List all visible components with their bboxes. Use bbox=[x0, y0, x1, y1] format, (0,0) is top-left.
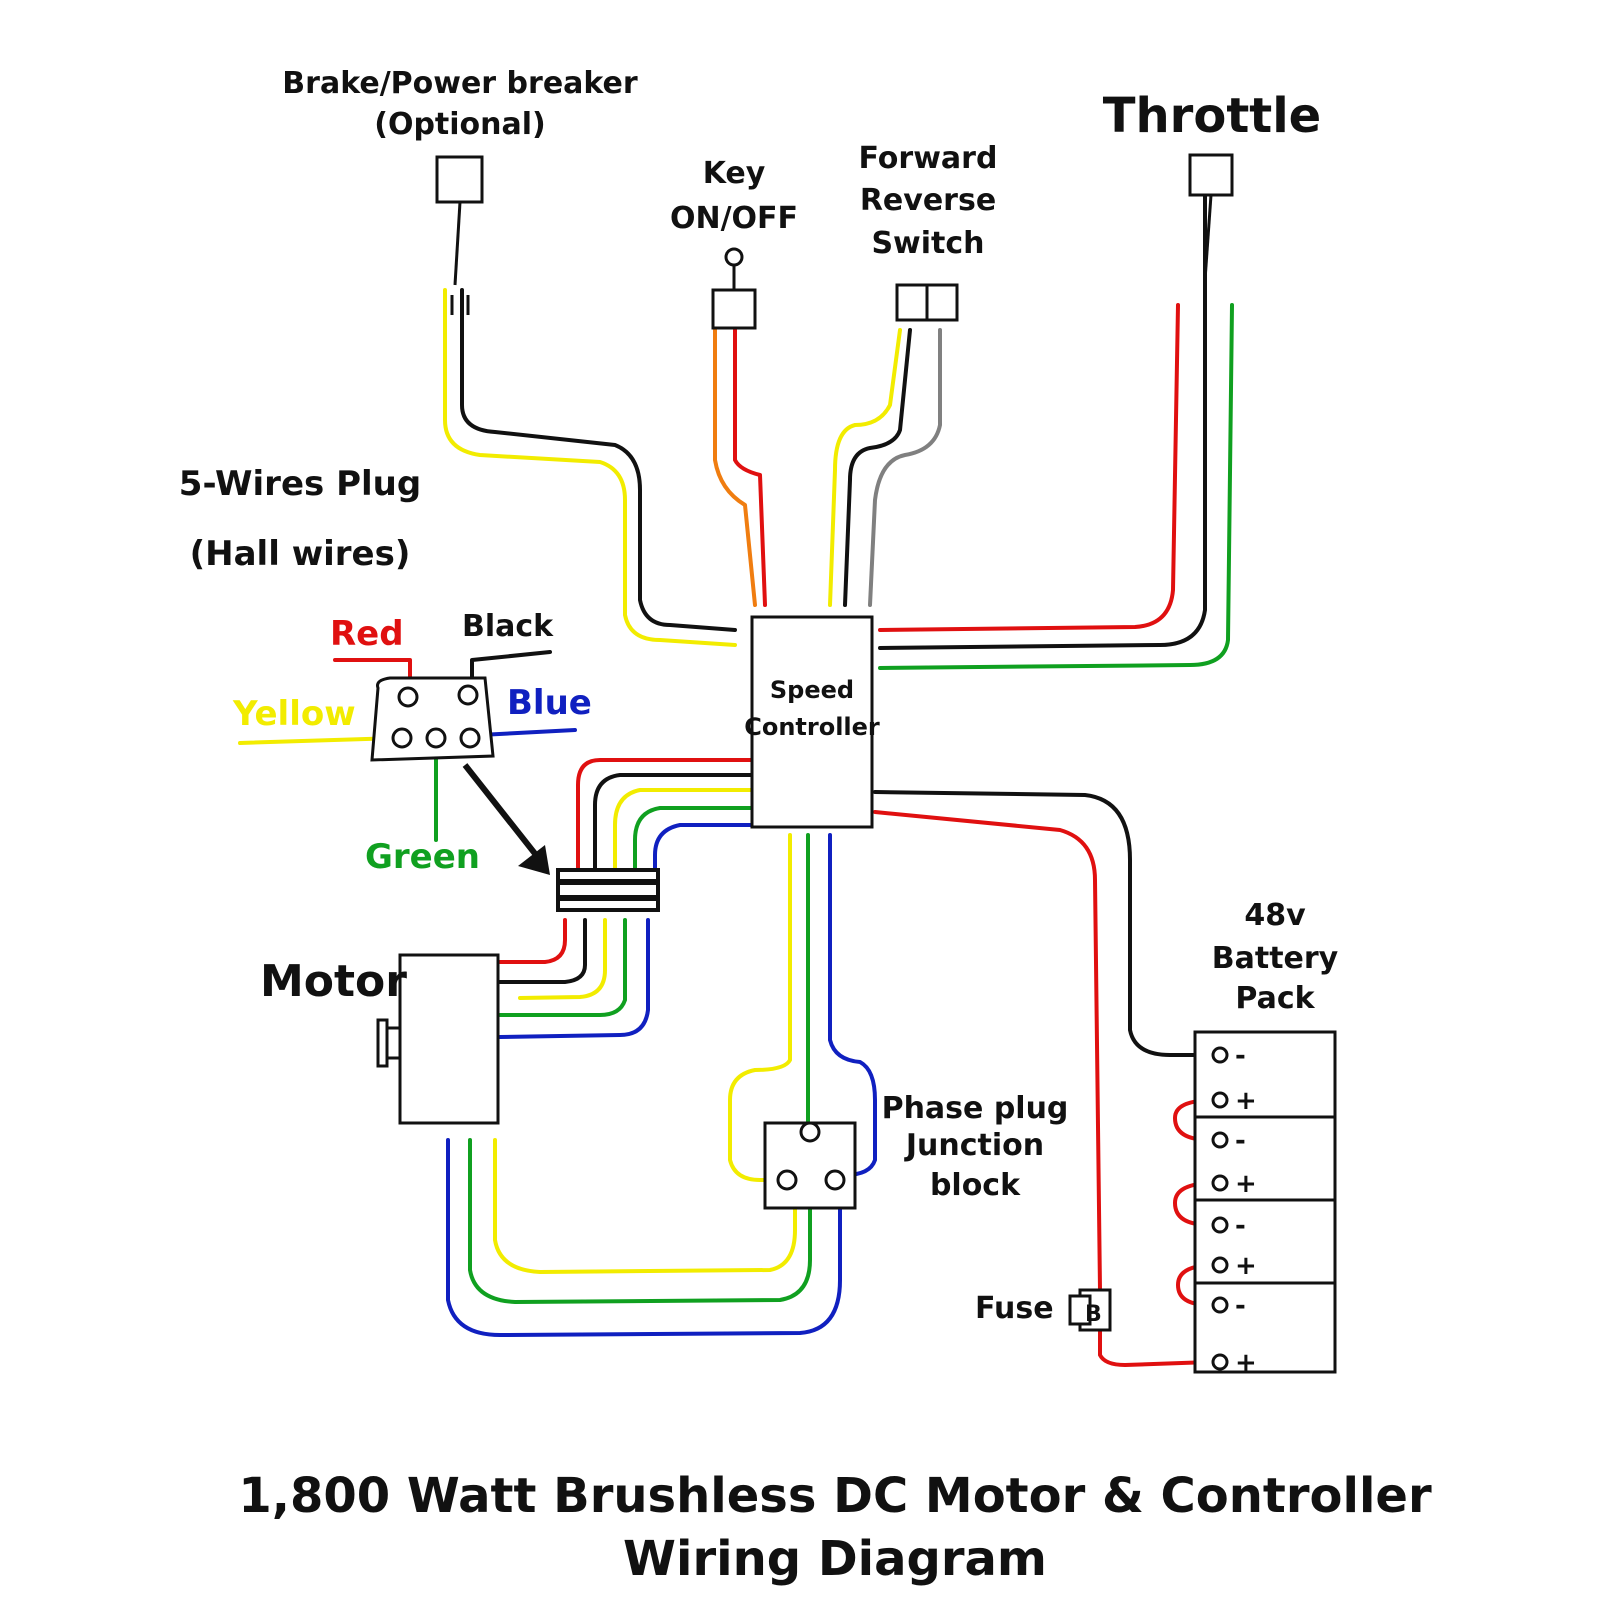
fr-label-line2: Reverse bbox=[860, 183, 996, 218]
hall-connector bbox=[556, 868, 660, 912]
motor bbox=[376, 953, 500, 1125]
hall-blue-wire bbox=[653, 823, 757, 882]
yellow-label: Yellow bbox=[232, 694, 356, 734]
key-red-wire bbox=[733, 328, 767, 607]
fuse-label: Fuse bbox=[975, 1291, 1054, 1326]
battery-label-line3: Pack bbox=[1235, 981, 1315, 1016]
battery-terminal-symbol: + bbox=[1235, 1348, 1257, 1378]
battery-terminal bbox=[1211, 1174, 1229, 1192]
motor-phase-green bbox=[468, 1138, 812, 1304]
hall-label-line2: (Hall wires) bbox=[190, 534, 411, 574]
phase-label-line3: block bbox=[930, 1168, 1021, 1203]
throttle-red-wire bbox=[878, 303, 1180, 632]
motor-yellow-wire bbox=[518, 918, 607, 1000]
phase-label-line1: Phase plug bbox=[882, 1091, 1069, 1126]
fr-black-wire bbox=[843, 328, 912, 607]
ctrl-phase-blue bbox=[828, 833, 877, 1177]
key-switch bbox=[711, 247, 757, 330]
fuse-red-wire bbox=[1098, 1328, 1212, 1367]
forward-reverse-switch bbox=[895, 283, 959, 322]
throttle-green-wire bbox=[878, 303, 1234, 670]
red-label: Red bbox=[330, 614, 404, 654]
battery-terminal-symbol: - bbox=[1235, 1126, 1246, 1156]
motor-blue-wire bbox=[498, 918, 650, 1039]
fr-label-line3: Switch bbox=[871, 226, 984, 261]
speed-label-line1: Speed bbox=[770, 676, 854, 704]
battery-terminal-symbol: + bbox=[1235, 1086, 1257, 1116]
brake-label-line2: (Optional) bbox=[374, 107, 546, 142]
battery-terminal bbox=[1211, 1256, 1229, 1274]
hall-label-line1: 5-Wires Plug bbox=[179, 464, 421, 504]
fr-yellow-wire bbox=[828, 328, 902, 607]
fr-gray-wire bbox=[868, 328, 942, 607]
brake-black-wire bbox=[460, 288, 737, 632]
key-orange-wire bbox=[713, 328, 757, 607]
motor-phase-blue bbox=[446, 1138, 842, 1337]
brake-label-line1: Brake/Power breaker bbox=[282, 66, 638, 101]
brake-switch bbox=[435, 155, 484, 315]
battery-terminal-symbol: - bbox=[1235, 1211, 1246, 1241]
throttle-black-wire bbox=[878, 188, 1207, 650]
battery-terminal bbox=[1211, 1296, 1229, 1314]
throttle-label: Throttle bbox=[1103, 88, 1321, 144]
battery-terminal bbox=[1211, 1046, 1229, 1064]
ctrl-phase-yellow bbox=[728, 833, 792, 1182]
black-label: Black bbox=[462, 609, 554, 644]
title-line1: 1,800 Watt Brushless DC Motor & Controll… bbox=[238, 1468, 1432, 1524]
battery-terminal-symbol: + bbox=[1235, 1251, 1257, 1281]
battery-terminal-symbol: + bbox=[1235, 1169, 1257, 1199]
hall-yellow-wire bbox=[613, 788, 757, 882]
battery-label-line1: 48v bbox=[1244, 898, 1306, 933]
motor-green-wire bbox=[498, 918, 627, 1017]
motor-label: Motor bbox=[260, 956, 407, 1007]
fr-label-line1: Forward bbox=[859, 141, 998, 176]
motor-phase-yellow bbox=[493, 1138, 797, 1274]
three-pin-junction-icon bbox=[763, 1121, 857, 1210]
brake-yellow-wire bbox=[443, 288, 737, 647]
battery-terminal-symbol: - bbox=[1235, 1291, 1246, 1321]
blue-label: Blue bbox=[507, 683, 592, 723]
five-pin-connector-icon bbox=[370, 676, 495, 762]
green-label: Green bbox=[365, 837, 480, 877]
battery-black-wire bbox=[873, 790, 1202, 1057]
title-line2: Wiring Diagram bbox=[623, 1531, 1047, 1587]
throttle bbox=[1188, 153, 1234, 281]
speed-label-line2: Controller bbox=[744, 713, 880, 741]
hall-black-wire bbox=[593, 773, 757, 882]
motor-black-wire bbox=[498, 918, 587, 984]
battery-terminals: - + - + - + - + bbox=[1211, 1041, 1257, 1378]
motor-red-wire bbox=[498, 918, 567, 964]
battery-red-wire bbox=[873, 810, 1102, 1292]
key-label-line2: ON/OFF bbox=[670, 201, 798, 236]
hall-red-wire bbox=[576, 758, 757, 882]
phase-label-line2: Junction bbox=[904, 1128, 1044, 1163]
battery-pack: - + - + - + - + bbox=[1193, 1030, 1337, 1378]
speed-controller bbox=[750, 615, 874, 829]
connector-arrow bbox=[462, 763, 550, 875]
key-label-line1: Key bbox=[703, 156, 766, 191]
fuse-icon bbox=[1068, 1288, 1112, 1332]
plug-yellow-lead bbox=[238, 736, 400, 745]
plug-blue-lead bbox=[478, 728, 577, 737]
battery-terminal bbox=[1211, 1216, 1229, 1234]
battery-terminal bbox=[1211, 1131, 1229, 1149]
battery-label-line2: Battery bbox=[1212, 941, 1339, 976]
hall-green-wire bbox=[633, 806, 757, 882]
battery-terminal bbox=[1211, 1353, 1229, 1371]
battery-terminal bbox=[1211, 1091, 1229, 1109]
fuse-mark: B bbox=[1085, 1302, 1102, 1327]
battery-terminal-symbol: - bbox=[1235, 1041, 1246, 1071]
wires bbox=[238, 188, 1234, 1367]
